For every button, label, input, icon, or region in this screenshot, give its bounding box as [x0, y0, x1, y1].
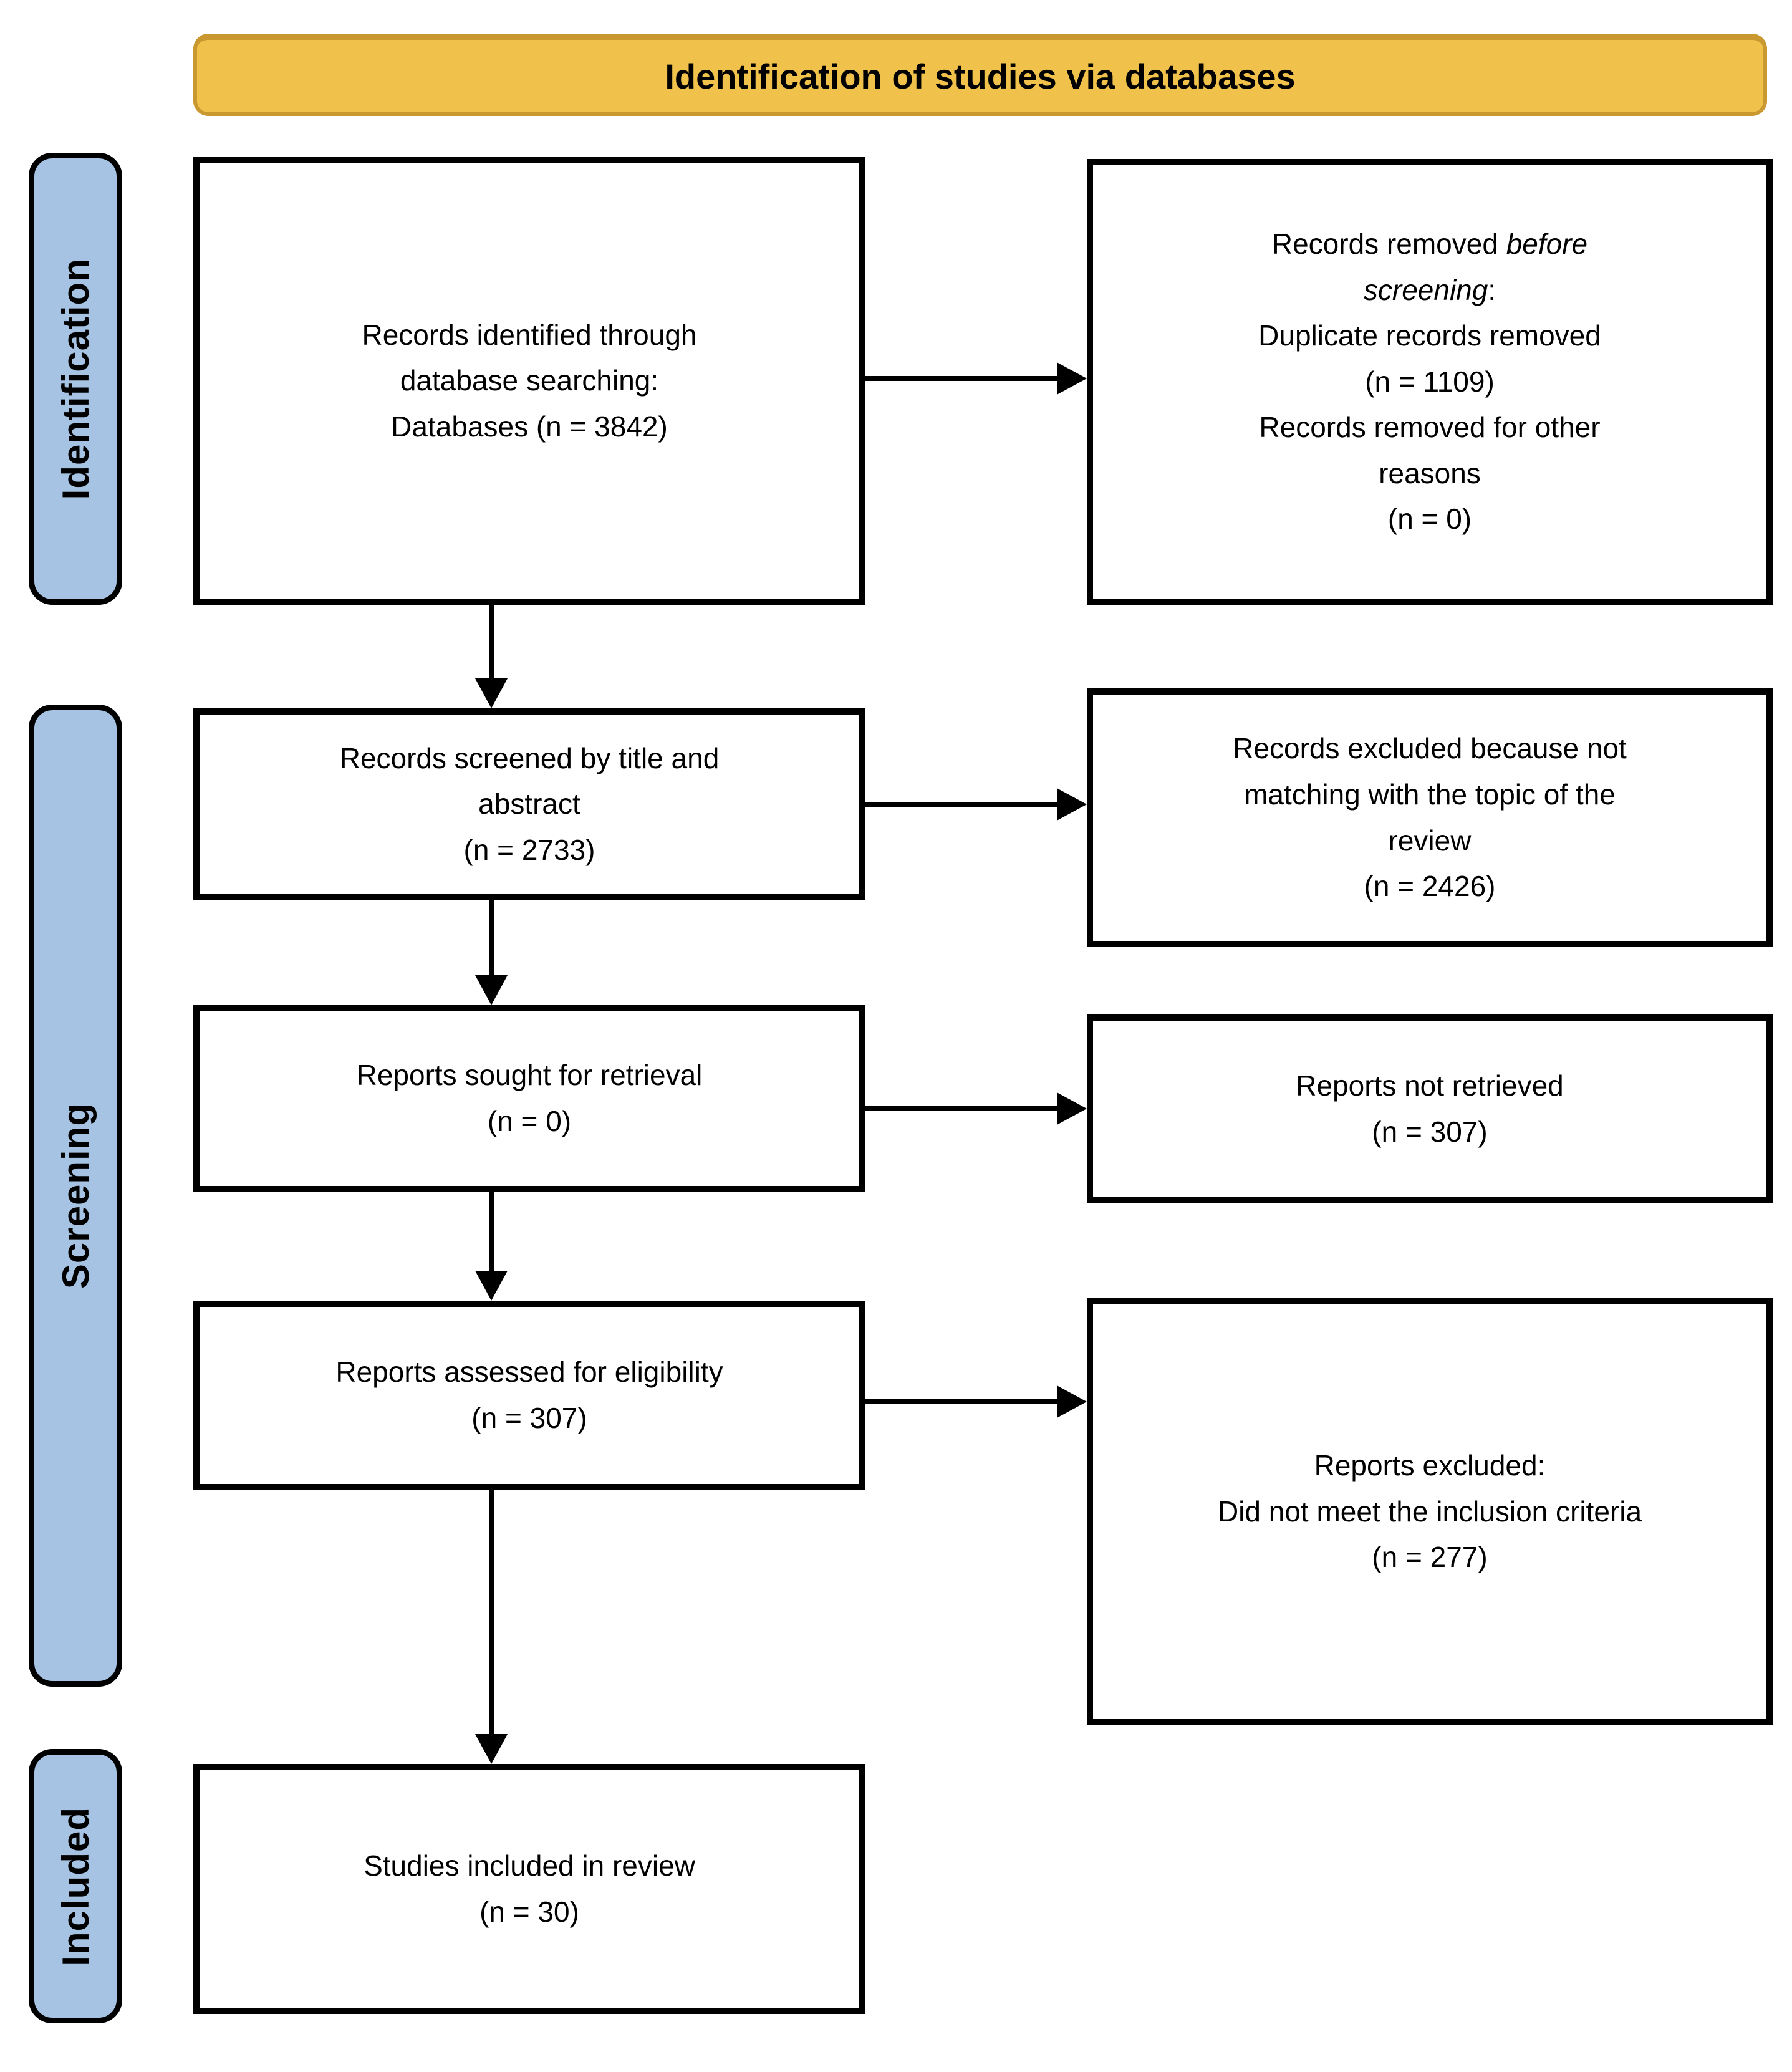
text-line: abstract	[478, 788, 580, 821]
arrow-line	[489, 1192, 494, 1271]
text-line: Records excluded because not	[1233, 732, 1627, 765]
reports-not-retrieved-box: Reports not retrieved (n = 307)	[1087, 1014, 1773, 1203]
text-line: review	[1388, 824, 1472, 857]
arrowhead-down-icon	[475, 678, 508, 708]
arrowhead-right-icon	[1057, 362, 1087, 395]
arrow-line	[489, 605, 494, 678]
text-line: Databases (n = 3842)	[391, 410, 668, 443]
stage-included-label: Included	[54, 1806, 97, 1966]
stage-identification-label: Identification	[54, 258, 97, 500]
text-line: (n = 2733)	[463, 833, 595, 866]
arrow-line	[489, 1490, 494, 1734]
text-line: (n = 307)	[471, 1402, 587, 1434]
arrowhead-down-icon	[475, 975, 508, 1005]
arrow-line	[865, 802, 1057, 807]
text-line: Records removed before	[1271, 227, 1588, 260]
text-line: database searching:	[400, 364, 659, 397]
text-line: reasons	[1379, 456, 1481, 489]
text-line: Reports not retrieved	[1296, 1069, 1564, 1102]
arrow-line	[865, 376, 1057, 381]
text-line: Did not meet the inclusion criteria	[1217, 1495, 1642, 1528]
text-line: matching with the topic of the	[1244, 778, 1616, 811]
reports-sought-box: Reports sought for retrieval (n = 0)	[193, 1005, 865, 1192]
records-removed-text: Records removed before screening: Duplicat…	[1258, 221, 1601, 542]
text-line: (n = 0)	[1387, 503, 1472, 536]
stage-screening-label: Screening	[54, 1102, 97, 1289]
text-line: (n = 30)	[479, 1895, 579, 1928]
arrowhead-right-icon	[1057, 1092, 1087, 1125]
arrowhead-down-icon	[475, 1734, 508, 1764]
arrowhead-right-icon	[1057, 1385, 1087, 1418]
records-identified-text: Records identified through database searc…	[362, 312, 697, 450]
reports-assessed-box: Reports assessed for eligibility (n = 307…	[193, 1301, 865, 1490]
text-line: (n = 2426)	[1364, 870, 1496, 903]
stage-identification: Identification	[29, 153, 122, 605]
arrow-line	[865, 1399, 1057, 1404]
text-line: Records identified through	[362, 318, 697, 351]
stage-screening: Screening	[29, 705, 122, 1687]
records-removed-box: Records removed before screening: Duplicat…	[1087, 159, 1773, 605]
studies-included-text: Studies included in review (n = 30)	[364, 1843, 695, 1935]
text-line: Studies included in review	[364, 1849, 695, 1882]
text-line: Reports excluded:	[1314, 1449, 1546, 1482]
text-line: (n = 1109)	[1365, 365, 1495, 398]
text-line: Reports assessed for eligibility	[335, 1356, 723, 1389]
reports-excluded-box: Reports excluded: Did not meet the inclus…	[1087, 1298, 1773, 1725]
text-line: (n = 307)	[1372, 1115, 1488, 1148]
studies-included-box: Studies included in review (n = 30)	[193, 1764, 865, 2014]
records-excluded-box: Records excluded because not matching wit…	[1087, 688, 1773, 947]
text-line: (n = 0)	[487, 1105, 572, 1137]
reports-assessed-text: Reports assessed for eligibility (n = 307…	[335, 1349, 723, 1441]
text-line: Records removed for other	[1259, 411, 1601, 444]
text-line: (n = 277)	[1372, 1541, 1488, 1574]
reports-excluded-text: Reports excluded: Did not meet the inclus…	[1218, 1443, 1642, 1581]
text-line: screening:	[1363, 273, 1496, 306]
arrow-line	[865, 1106, 1057, 1111]
arrowhead-right-icon	[1057, 788, 1087, 821]
stage-included: Included	[29, 1749, 122, 2023]
reports-not-retrieved-text: Reports not retrieved (n = 307)	[1296, 1063, 1564, 1155]
records-screened-text: Records screened by title and abstract (n …	[340, 736, 720, 874]
text-line: Duplicate records removed	[1258, 319, 1601, 352]
banner-title: Identification of studies via databases	[665, 56, 1296, 96]
records-identified-box: Records identified through database searc…	[193, 157, 865, 605]
banner: Identification of studies via databases	[193, 34, 1767, 116]
text-line: Records screened by title and	[339, 741, 720, 774]
records-screened-box: Records screened by title and abstract (n …	[193, 708, 865, 900]
arrow-line	[489, 900, 494, 975]
reports-sought-text: Reports sought for retrieval (n = 0)	[357, 1053, 703, 1144]
records-excluded-text: Records excluded because not matching wit…	[1233, 726, 1627, 909]
text-line: Reports sought for retrieval	[356, 1059, 703, 1092]
arrowhead-down-icon	[475, 1271, 508, 1301]
